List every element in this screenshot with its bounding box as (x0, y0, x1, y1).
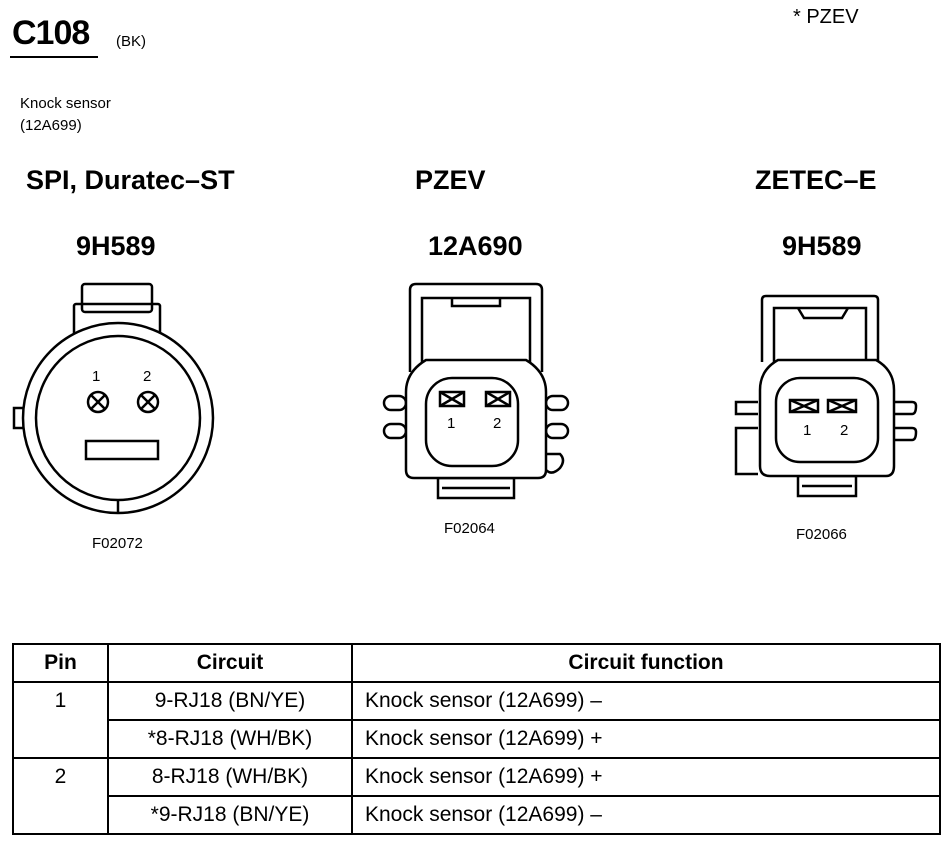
function-cell: Knock sensor (12A699) – (351, 681, 941, 721)
connector-face-spi (12, 282, 215, 515)
table-row: 2 8-RJ18 (WH/BK) Knock sensor (12A699) + (12, 757, 941, 835)
connector-face-pzev (382, 282, 570, 500)
component-number: (12A699) (20, 117, 82, 134)
function-cell: Knock sensor (12A699) + (351, 757, 941, 797)
pzev-legend: * PZEV (793, 6, 859, 28)
circuit-cell: *9-RJ18 (BN/YE) (107, 795, 353, 835)
figure-number-zetec: F02066 (796, 526, 847, 543)
connector-face-zetec (734, 294, 918, 498)
circuit-cell: 9-RJ18 (BN/YE) (107, 681, 353, 721)
function-cell: Knock sensor (12A699) + (351, 719, 941, 759)
connector-drawings: 1 2 1 2 1 2 (12, 282, 918, 515)
connector-color: (BK) (116, 33, 146, 50)
pin-label-spi-2: 2 (143, 368, 151, 385)
pin-label-zetec-2: 2 (840, 422, 848, 439)
pin-label-spi-1: 1 (92, 368, 100, 385)
circuit-cell: *8-RJ18 (WH/BK) (107, 719, 353, 759)
header-pin: Pin (12, 643, 109, 683)
figure-number-spi: F02072 (92, 535, 143, 552)
function-cell: Knock sensor (12A699) – (351, 795, 941, 835)
component-name: Knock sensor (20, 95, 111, 112)
header-circuit-function: Circuit function (351, 643, 941, 683)
terminal-2-icon (136, 390, 160, 414)
pin-cell: 1 (12, 681, 109, 759)
variant-label-zetec: ZETEC–E (755, 165, 877, 195)
title-underline (10, 56, 98, 58)
variant-label-pzev: PZEV (415, 165, 486, 195)
variant-label-spi: SPI, Duratec–ST (26, 165, 235, 195)
terminal-1-icon (86, 390, 110, 414)
table-row: 1 9-RJ18 (BN/YE) Knock sensor (12A699) – (12, 681, 941, 759)
table-row: *9-RJ18 (BN/YE) Knock sensor (12A699) – (13, 795, 941, 835)
figure-number-pzev: F02064 (444, 520, 495, 537)
part-number-spi: 9H589 (76, 231, 156, 261)
connector-title: C108 (12, 14, 90, 52)
pin-label-pzev-2: 2 (493, 415, 501, 432)
circuit-cell: 8-RJ18 (WH/BK) (107, 757, 353, 797)
pinout-table: Pin Circuit Circuit function 1 9-RJ18 (B… (12, 643, 941, 835)
part-number-zetec: 9H589 (782, 231, 862, 261)
pin-cell: 2 (12, 757, 109, 835)
table-header-row: Pin Circuit Circuit function (12, 643, 941, 683)
part-number-pzev: 12A690 (428, 231, 523, 261)
pin-label-zetec-1: 1 (803, 422, 811, 439)
pin-label-pzev-1: 1 (447, 415, 455, 432)
header-circuit: Circuit (107, 643, 353, 683)
table-row: *8-RJ18 (WH/BK) Knock sensor (12A699) + (13, 719, 941, 759)
